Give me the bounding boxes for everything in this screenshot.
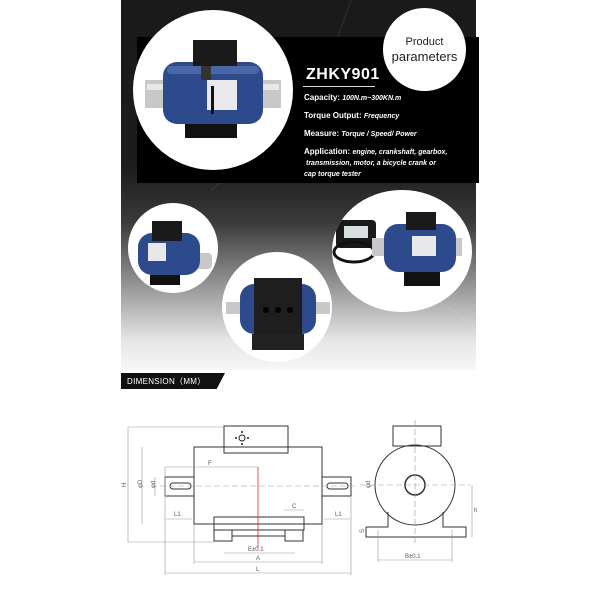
spec-measure: Measure: Torque / Speed/ Power	[304, 129, 417, 138]
torque-sensor-icon	[145, 40, 281, 138]
svg-text:φD: φD	[138, 479, 144, 488]
product-parameters-badge: Product parameters	[383, 8, 466, 91]
svg-text:L: L	[256, 567, 260, 573]
spec-capacity: Capacity: 100N.m~300KN.m	[304, 93, 402, 102]
photo-sensor-front	[133, 10, 293, 170]
svg-text:E±0.1: E±0.1	[248, 547, 264, 553]
svg-text:A: A	[256, 556, 260, 562]
svg-text:L1: L1	[335, 512, 342, 518]
svg-text:H: H	[122, 483, 128, 487]
torque-sensor-base-icon	[226, 278, 330, 350]
model-underline	[303, 86, 375, 87]
photo-sensor-base	[222, 252, 332, 362]
svg-text:φd: φd	[151, 481, 157, 488]
svg-text:h: h	[474, 508, 477, 514]
photo-sensor-with-display	[332, 190, 472, 312]
model-name: ZHKY901	[306, 66, 380, 83]
svg-text:F: F	[208, 461, 212, 467]
svg-text:B±0.1: B±0.1	[405, 554, 421, 560]
spec-application-cont-1: transmission, motor, a bicycle crank or	[306, 160, 436, 167]
dimension-title: DIMENSION（MM）	[127, 377, 206, 386]
svg-text:C: C	[292, 504, 297, 510]
spec-application: Application: engine, crankshaft, gearbox…	[304, 147, 448, 156]
badge-line-1: Product	[405, 35, 444, 48]
torque-sensor-display-icon	[332, 212, 462, 286]
svg-text:φd: φd	[366, 481, 372, 488]
photo-sensor-angled	[128, 203, 218, 293]
spec-torque-output: Torque Output: Frequency	[304, 111, 400, 120]
badge-line-2: parameters	[391, 48, 458, 64]
dimension-header-bar	[121, 373, 225, 389]
svg-text:S: S	[360, 529, 366, 533]
spec-application-cont-2: cap torque tester	[304, 171, 361, 178]
torque-sensor-angled-icon	[138, 221, 212, 285]
svg-text:L1: L1	[174, 512, 181, 518]
